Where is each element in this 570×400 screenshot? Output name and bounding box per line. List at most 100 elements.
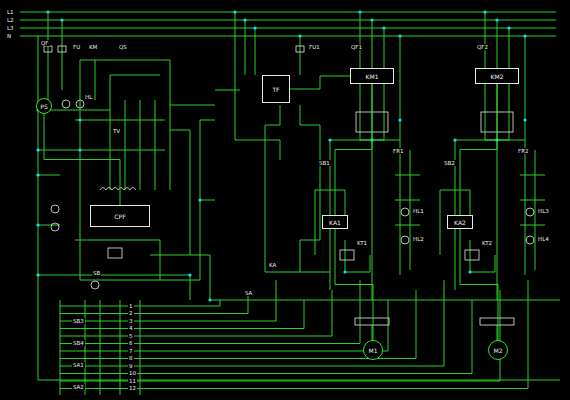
component-tag: FR1 xyxy=(392,148,404,154)
terminal-riser xyxy=(416,290,417,359)
fuse-symbol xyxy=(58,46,66,52)
wire-connector xyxy=(335,84,372,215)
component-tag: HL1 xyxy=(412,208,425,214)
terminal-row-wire xyxy=(60,358,416,359)
m2-power xyxy=(485,12,525,342)
junction-dot xyxy=(523,118,526,121)
component-tag: SA2 xyxy=(72,384,85,390)
fuse-symbol xyxy=(296,46,304,52)
junction-dot xyxy=(36,223,39,226)
junction-dot xyxy=(36,173,39,176)
component-tag: HL3 xyxy=(537,208,550,214)
terminal-row-wire xyxy=(60,336,332,337)
junction-dot xyxy=(60,18,63,21)
terminal-riser xyxy=(276,280,277,321)
terminal-row-wire xyxy=(60,373,472,374)
junction-dot xyxy=(328,138,331,141)
component-tag: L3 xyxy=(6,25,15,31)
junction-dot xyxy=(523,34,526,37)
terminal-riser xyxy=(472,300,473,374)
component-tag: HL2 xyxy=(412,236,425,242)
motor-circle: PS xyxy=(36,98,52,114)
component-tag: SB1 xyxy=(318,160,331,166)
component-tag: KM xyxy=(88,44,98,50)
terminal-row-wire xyxy=(60,381,500,382)
component-box: KM1 xyxy=(350,68,394,84)
motor-circle: M1 xyxy=(363,340,383,360)
terminal-row-wire xyxy=(60,343,360,344)
lamp-symbol xyxy=(526,208,534,216)
lamp-symbol xyxy=(62,100,70,108)
component-tag: FU1 xyxy=(308,44,321,50)
component-tag: SB xyxy=(92,270,101,276)
component-tag: 8 xyxy=(128,355,134,361)
component-tag: HL xyxy=(84,94,93,100)
fuse-symbol xyxy=(44,46,52,52)
wire-connector xyxy=(460,229,498,340)
component-box: CPF xyxy=(90,205,150,227)
terminal-row-wire xyxy=(60,306,220,307)
component-tag: 5 xyxy=(128,333,134,339)
component-label: TF xyxy=(272,86,279,93)
lamp-symbol xyxy=(401,208,409,216)
junction-dot xyxy=(343,270,346,273)
junction-dot xyxy=(483,10,486,13)
component-tag: SA1 xyxy=(72,362,85,368)
junction-dot xyxy=(382,26,385,29)
relay-coil xyxy=(465,250,479,260)
relay-coil xyxy=(340,250,354,260)
terminal-row-wire xyxy=(60,328,304,329)
terminal-riser xyxy=(444,280,445,366)
thermal-element xyxy=(480,318,514,325)
component-tag: 2 xyxy=(128,310,134,316)
terminal-riser xyxy=(304,300,305,329)
junction-dot xyxy=(188,273,191,276)
terminal-riser xyxy=(528,280,529,389)
component-tag: SB2 xyxy=(443,160,456,166)
component-tag: QS xyxy=(118,44,128,50)
lamp-symbol xyxy=(91,281,99,289)
junction-dot xyxy=(233,10,236,13)
junction-dot xyxy=(468,270,471,273)
component-label: KM1 xyxy=(366,73,379,80)
thermal-element xyxy=(355,318,389,325)
terminal-riser xyxy=(332,290,333,336)
junction-dot xyxy=(358,10,361,13)
component-tag: FR2 xyxy=(517,148,529,154)
bus-lines xyxy=(20,12,556,36)
junction-dot xyxy=(298,34,301,37)
terminal-riser xyxy=(500,290,501,381)
junction-dot xyxy=(36,148,39,151)
component-tag: SA xyxy=(244,290,253,296)
component-tag: 12 xyxy=(128,385,137,391)
component-tag: HL4 xyxy=(537,236,550,242)
component-tag: SB4 xyxy=(72,340,85,346)
wire-connector xyxy=(44,114,120,205)
component-label: KM2 xyxy=(491,73,504,80)
lamp-symbol xyxy=(76,100,84,108)
component-box: KA1 xyxy=(322,215,348,229)
component-tag: L1 xyxy=(6,9,15,15)
relay-coil xyxy=(108,248,122,258)
left-panel xyxy=(75,60,215,300)
meter-symbol xyxy=(51,223,59,231)
terminal-riser xyxy=(388,300,389,351)
junction-dot xyxy=(46,10,49,13)
component-label: PS xyxy=(40,103,47,110)
m1-control xyxy=(315,140,420,290)
component-tag: KT2 xyxy=(481,240,493,246)
component-tag: 6 xyxy=(128,340,134,346)
component-tag: 11 xyxy=(128,378,137,384)
left-feed xyxy=(38,12,560,380)
component-tag: 9 xyxy=(128,363,134,369)
component-tag: QF2 xyxy=(476,44,489,50)
junction-dot xyxy=(398,118,401,121)
junction-dot xyxy=(370,18,373,21)
terminal-riser xyxy=(220,300,221,306)
junction-dot xyxy=(198,198,201,201)
component-label: KA1 xyxy=(329,219,341,226)
component-box: KM2 xyxy=(475,68,519,84)
component-tag: L2 xyxy=(6,17,15,23)
